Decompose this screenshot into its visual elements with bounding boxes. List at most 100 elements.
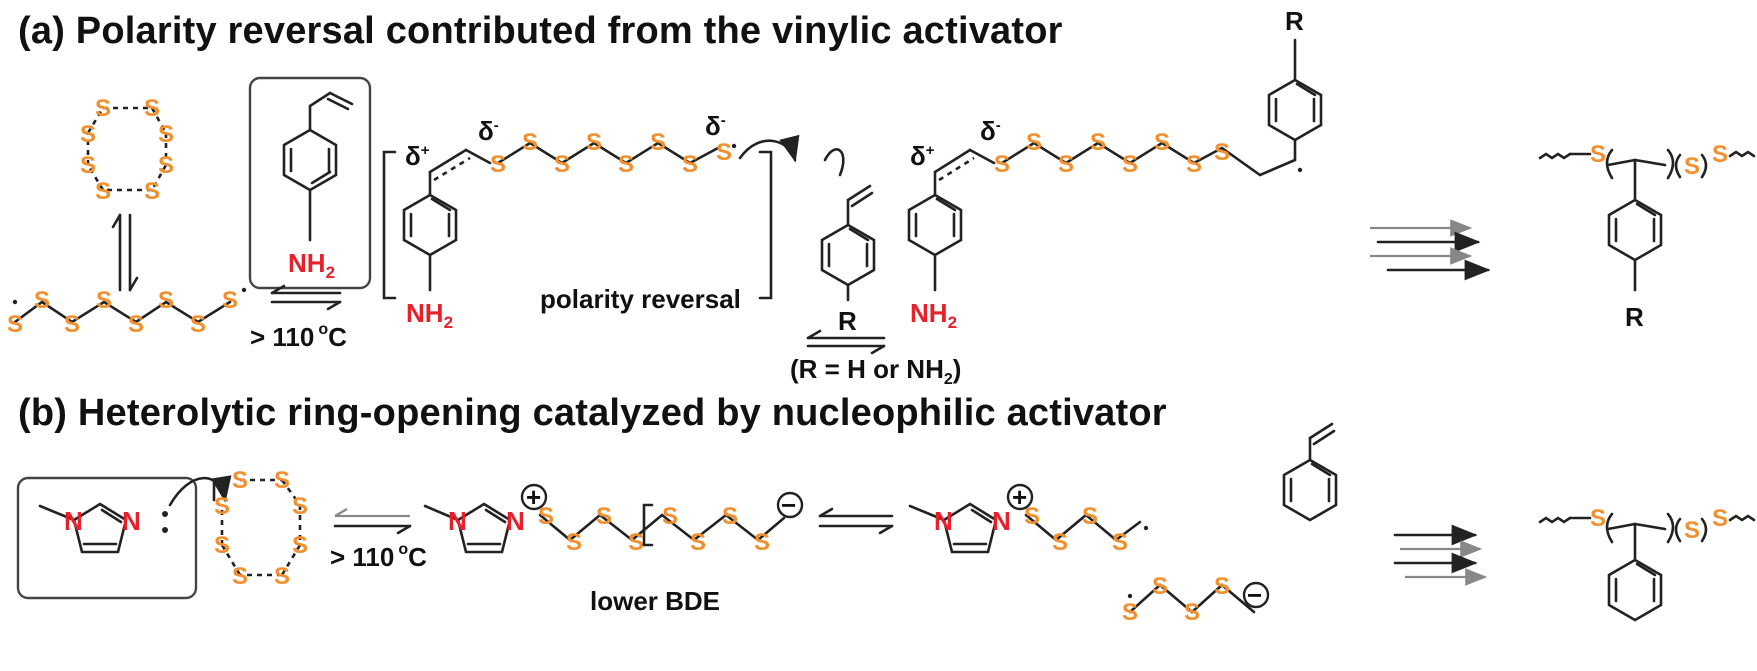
scission-fragments: N N + S S S S S S S S − bbox=[908, 482, 1270, 626]
panel-b-title: (b) Heterolytic ring-opening catalyzed b… bbox=[18, 392, 1167, 434]
sulfur-atom-label: S bbox=[144, 95, 160, 122]
svg-text:S: S bbox=[292, 532, 308, 559]
svg-text:S: S bbox=[1712, 141, 1728, 168]
polarity-reversal-label: polarity reversal bbox=[540, 284, 741, 314]
svg-text:S: S bbox=[274, 563, 290, 590]
svg-text:S: S bbox=[1122, 599, 1138, 626]
amine-label: NH2 bbox=[288, 248, 335, 282]
nitrogen-label: N bbox=[122, 506, 141, 536]
aminostyrene-activator-box: NH2 bbox=[248, 76, 372, 290]
svg-text:S: S bbox=[566, 529, 582, 556]
svg-text:N: N bbox=[992, 506, 1011, 536]
svg-text:S: S bbox=[1184, 599, 1200, 626]
delta-minus-label: δ- bbox=[705, 111, 726, 141]
svg-text:S: S bbox=[1590, 505, 1606, 532]
svg-text:S: S bbox=[214, 493, 230, 520]
svg-text:S: S bbox=[522, 129, 538, 156]
svg-text:S: S bbox=[1712, 505, 1728, 532]
sulfur-atom-label: S bbox=[95, 95, 111, 122]
svg-text:S: S bbox=[1082, 503, 1098, 530]
svg-text:S: S bbox=[1154, 129, 1170, 156]
svg-text:S: S bbox=[7, 311, 23, 338]
svg-text:S: S bbox=[34, 287, 50, 314]
svg-text:+: + bbox=[526, 482, 541, 512]
svg-text:S: S bbox=[232, 467, 248, 494]
svg-text:S: S bbox=[1152, 573, 1168, 600]
sulfur-atom-label: S bbox=[80, 121, 96, 148]
svg-text:S: S bbox=[682, 151, 698, 178]
svg-text:S: S bbox=[1214, 139, 1230, 166]
r-substituent-label: R bbox=[838, 306, 857, 336]
panel-a-title: (a) Polarity reversal contributed from t… bbox=[18, 10, 1063, 52]
svg-text:S: S bbox=[1026, 129, 1042, 156]
svg-text:−: − bbox=[781, 490, 796, 520]
copolymer-product-a: S S S R bbox=[1538, 141, 1756, 332]
delta-minus-label: δ- bbox=[478, 116, 499, 146]
svg-text:S: S bbox=[274, 467, 290, 494]
s8-ring-a: S S S S S S S S bbox=[80, 95, 174, 205]
r-definition-label: (R = H or NH2) bbox=[790, 354, 961, 388]
svg-text:S: S bbox=[292, 493, 308, 520]
svg-text:S: S bbox=[490, 151, 506, 178]
svg-text:N: N bbox=[506, 506, 525, 536]
svg-text:S: S bbox=[1052, 529, 1068, 556]
svg-text:S: S bbox=[716, 139, 732, 166]
svg-text:+: + bbox=[1012, 482, 1027, 512]
svg-text:S: S bbox=[1186, 151, 1202, 178]
r-substituent-label: R bbox=[1285, 6, 1304, 36]
svg-text:S: S bbox=[722, 503, 738, 530]
sulfur-atom-label: S bbox=[80, 152, 96, 179]
polymerization-arrows-a bbox=[1370, 219, 1491, 281]
svg-text:S: S bbox=[1684, 153, 1700, 180]
svg-text:S: S bbox=[586, 129, 602, 156]
svg-text:S: S bbox=[222, 287, 238, 314]
polymerization-arrows-b bbox=[1393, 524, 1488, 586]
imidazolium-polysulfide-zwitterion: N N + S S S S S S S S − lower BDE bbox=[423, 482, 804, 616]
lower-bde-label: lower BDE bbox=[590, 586, 720, 616]
svg-text:S: S bbox=[96, 287, 112, 314]
svg-text:S: S bbox=[650, 129, 666, 156]
svg-text:S: S bbox=[1590, 141, 1606, 168]
copolymer-product-b: S S S bbox=[1538, 505, 1756, 622]
svg-text:−: − bbox=[1247, 580, 1262, 610]
svg-text:S: S bbox=[662, 503, 678, 530]
r-substituent-label: R bbox=[1625, 302, 1644, 332]
svg-text:S: S bbox=[1024, 503, 1040, 530]
svg-text:S: S bbox=[754, 529, 770, 556]
svg-text:S: S bbox=[1058, 151, 1074, 178]
styrene-monomer-b bbox=[1282, 422, 1338, 522]
methylimidazole-activator-box: N N bbox=[16, 475, 232, 600]
svg-text:S: S bbox=[1112, 529, 1128, 556]
svg-text:S: S bbox=[554, 151, 570, 178]
svg-text:S: S bbox=[64, 311, 80, 338]
svg-text:S: S bbox=[214, 532, 230, 559]
sulfur-atom-label: S bbox=[95, 178, 111, 205]
svg-text:N: N bbox=[934, 506, 953, 536]
s8-ring-b: S S S S S S S S bbox=[212, 467, 308, 590]
svg-text:S: S bbox=[190, 311, 206, 338]
nitrogen-label: N bbox=[64, 506, 83, 536]
s8-diradical-chain-a: S S S S S S S S bbox=[7, 287, 247, 338]
svg-text:S: S bbox=[618, 151, 634, 178]
svg-text:S: S bbox=[596, 503, 612, 530]
sulfur-atom-label: S bbox=[144, 178, 160, 205]
svg-text:S: S bbox=[538, 503, 554, 530]
svg-text:S: S bbox=[1684, 517, 1700, 544]
styrene-monomer-r: R bbox=[820, 184, 876, 336]
svg-text:S: S bbox=[232, 563, 248, 590]
svg-text:S: S bbox=[1090, 129, 1106, 156]
svg-text:S: S bbox=[158, 287, 174, 314]
svg-text:S: S bbox=[1214, 573, 1230, 600]
delta-plus-label: δ+ bbox=[405, 141, 430, 171]
svg-text:S: S bbox=[994, 151, 1010, 178]
svg-text:S: S bbox=[128, 311, 144, 338]
polarity-reversal-intermediate: NH2 δ+ δ- δ- S S S S S S S S polarity re… bbox=[382, 111, 845, 332]
svg-text:S: S bbox=[1122, 151, 1138, 178]
sulfur-atom-label: S bbox=[158, 121, 174, 148]
amine-label: NH2 bbox=[910, 298, 957, 332]
